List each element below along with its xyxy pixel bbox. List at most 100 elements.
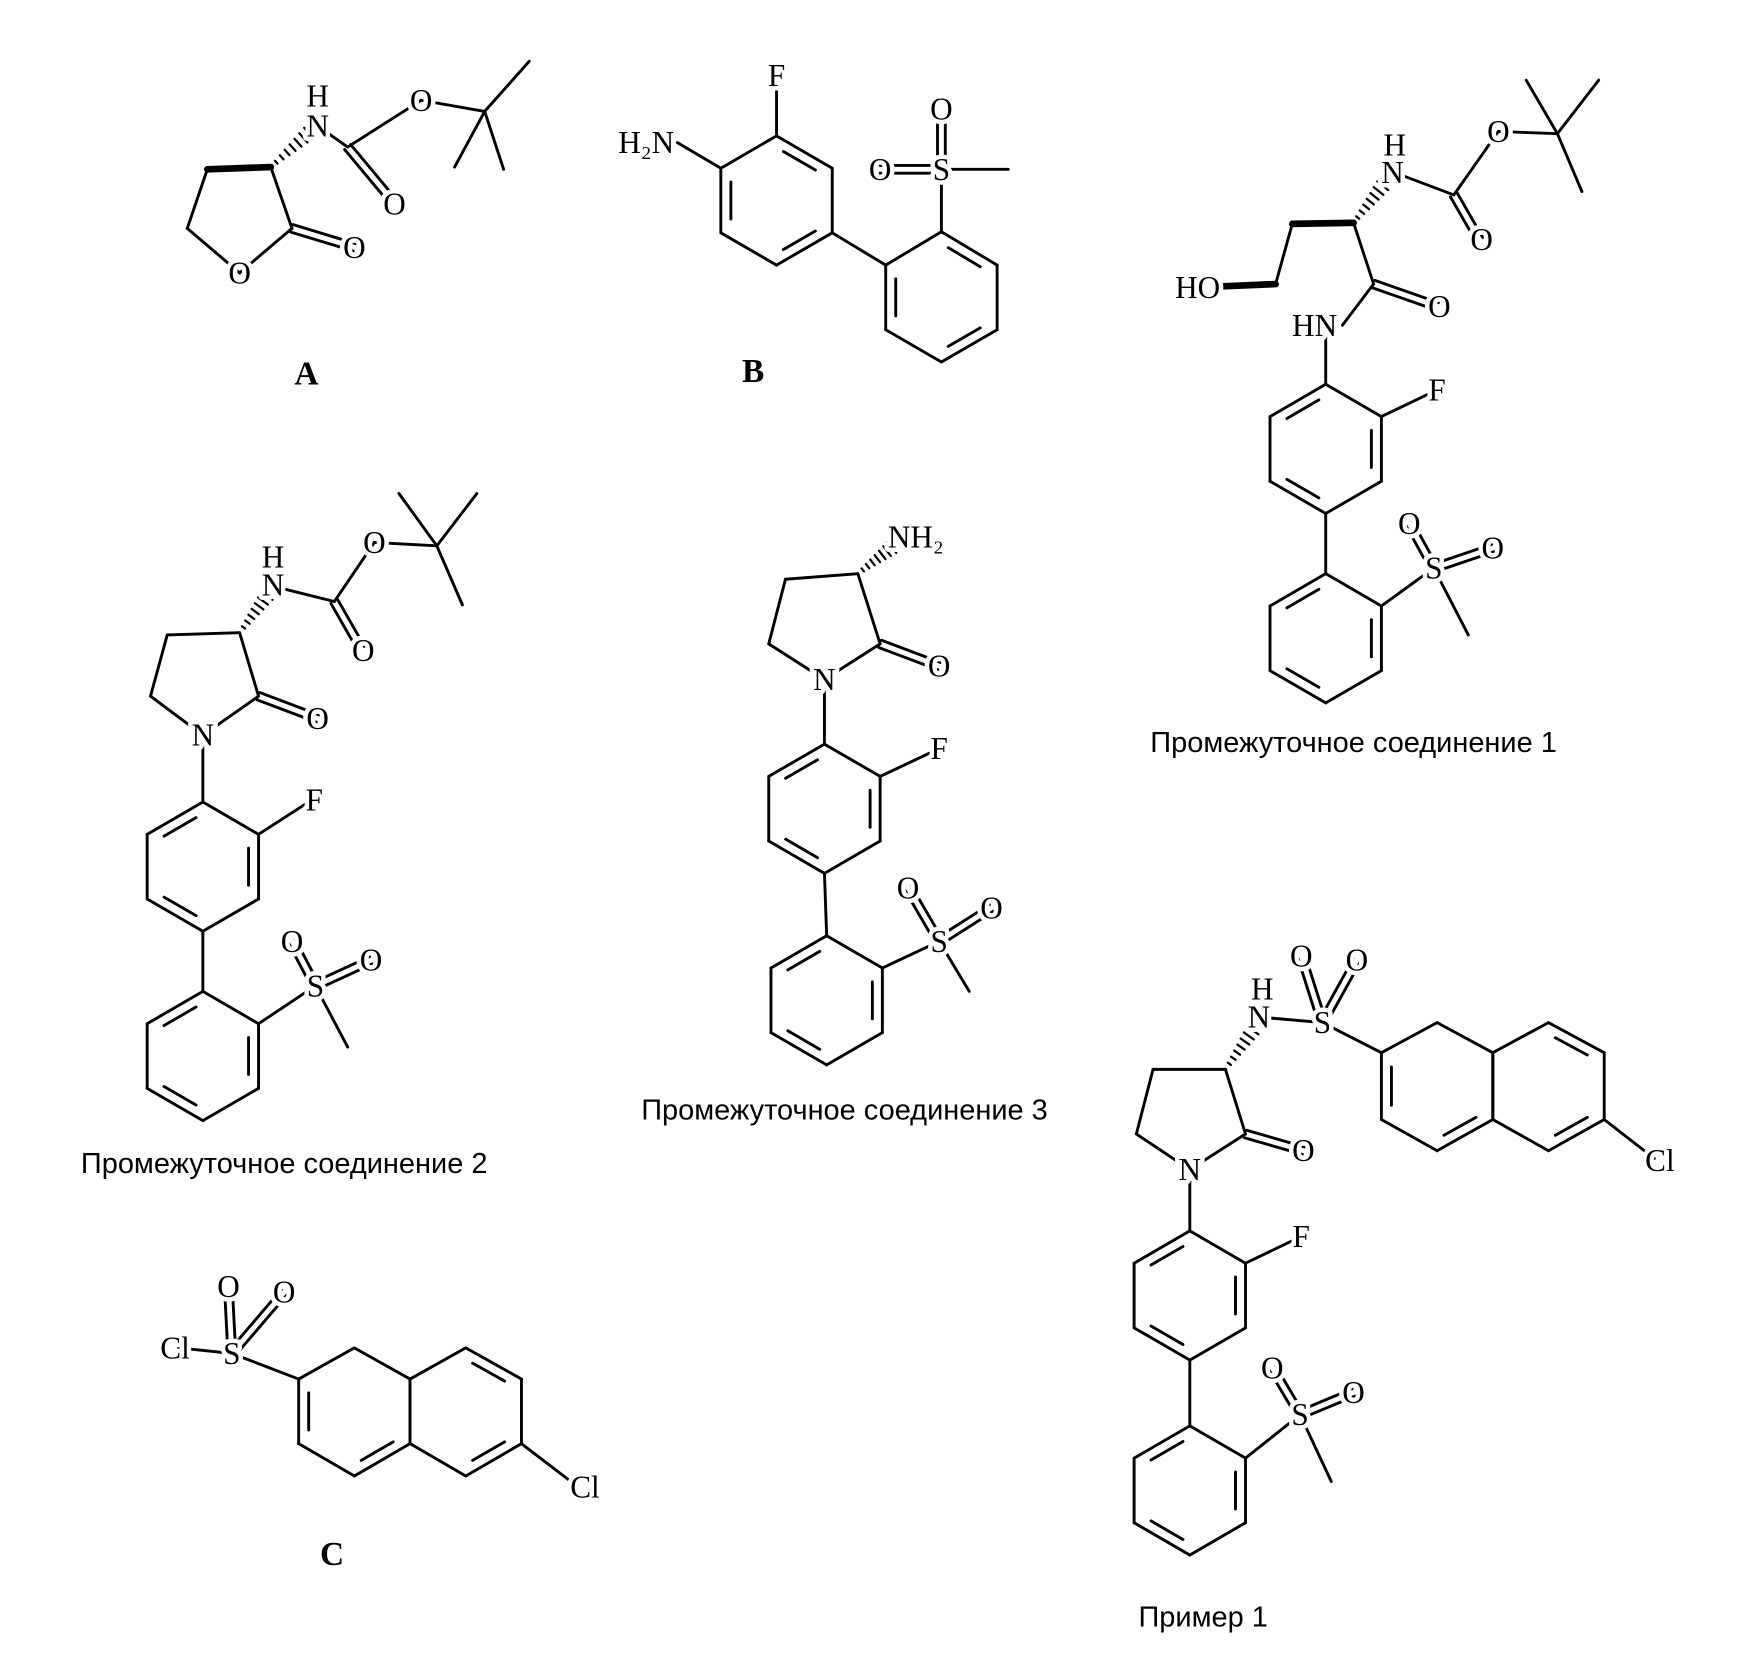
bond	[176, 1346, 234, 1355]
bond	[149, 694, 205, 737]
bond	[1188, 1132, 1247, 1172]
atom-label: O	[897, 870, 920, 905]
bond	[1317, 956, 1355, 1023]
bond	[471, 1361, 507, 1383]
bond	[185, 167, 209, 230]
bond	[1547, 1021, 1606, 1055]
bond	[258, 691, 321, 717]
atom-label: O	[281, 924, 304, 959]
bond	[822, 839, 882, 875]
bond	[825, 1031, 884, 1067]
atom-label: NH₂	[888, 519, 944, 554]
atom-label: O	[410, 83, 433, 118]
bond	[1268, 572, 1328, 608]
bond	[145, 800, 205, 836]
hashed-bond	[250, 607, 260, 616]
bond	[830, 231, 888, 267]
bond	[257, 984, 317, 1026]
bond	[289, 230, 355, 253]
bond	[1188, 1424, 1247, 1460]
bond	[1455, 191, 1485, 240]
atom-label: O	[352, 633, 375, 668]
atom-label: O	[360, 943, 383, 978]
bond	[784, 758, 820, 780]
bond	[1303, 953, 1328, 1023]
bond	[145, 1086, 205, 1123]
bond	[1393, 171, 1456, 197]
bond	[201, 800, 261, 836]
bond	[1379, 1118, 1439, 1153]
hashed-bond	[1372, 186, 1385, 196]
atom-label: F	[1293, 1219, 1310, 1254]
bond	[1491, 1021, 1550, 1055]
bond	[346, 98, 423, 149]
bond	[408, 1346, 468, 1381]
bond	[162, 895, 198, 918]
atom-label: N	[1381, 155, 1404, 190]
bond	[1285, 477, 1321, 500]
hashed-bond	[1229, 1055, 1237, 1061]
hashed-bond	[1233, 1049, 1242, 1056]
bond	[1149, 1324, 1185, 1346]
bond	[149, 633, 169, 698]
atom-label: O	[1261, 1350, 1284, 1385]
atom-label: O	[1428, 289, 1451, 324]
bond	[230, 1351, 301, 1381]
bond	[1268, 669, 1328, 705]
bond	[1297, 1387, 1354, 1413]
atom-label: O	[1470, 222, 1493, 257]
bond	[1324, 572, 1383, 608]
bond	[201, 1086, 261, 1123]
bond	[1267, 1368, 1299, 1419]
atom-label: N	[192, 718, 215, 753]
bond	[1224, 1067, 1247, 1136]
atom-label: N	[1248, 1000, 1271, 1035]
bond	[332, 541, 376, 603]
bond	[1404, 523, 1432, 572]
bond	[274, 585, 336, 603]
bond	[1431, 542, 1494, 566]
bond	[1370, 286, 1438, 312]
bond	[767, 642, 826, 681]
atom-label: S	[933, 152, 950, 187]
bond	[1188, 1326, 1247, 1362]
hashed-bond	[877, 549, 887, 561]
bond	[767, 577, 787, 646]
bond	[880, 638, 943, 664]
bond	[1379, 566, 1436, 608]
atom-label: F	[768, 58, 785, 93]
hashed-bond	[1226, 1061, 1233, 1067]
bond	[312, 955, 371, 984]
atom-label: O	[1292, 1133, 1315, 1168]
bond	[293, 938, 321, 986]
hashed-bond	[1369, 191, 1380, 201]
atom-label: O	[928, 649, 951, 684]
bond	[825, 934, 884, 970]
bond	[1149, 1245, 1185, 1267]
atom-label: O	[306, 701, 329, 736]
bond	[1433, 550, 1496, 574]
bond	[1298, 1413, 1333, 1483]
bond	[1340, 282, 1376, 327]
atom-label: S	[307, 968, 324, 1003]
bond	[352, 1442, 412, 1478]
bond	[1373, 278, 1440, 305]
bond	[291, 223, 357, 246]
bond	[165, 631, 242, 637]
bond	[1285, 587, 1321, 610]
bond	[464, 1346, 523, 1381]
atom-label: F	[930, 731, 947, 766]
hashed-bond	[283, 148, 291, 157]
atom-label: O	[869, 152, 892, 187]
bond	[1555, 78, 1601, 136]
bond	[257, 798, 314, 836]
bond	[372, 541, 439, 548]
bond	[937, 939, 971, 993]
bond	[238, 631, 261, 698]
atom-label: O	[1342, 1375, 1365, 1410]
bond	[775, 231, 834, 267]
